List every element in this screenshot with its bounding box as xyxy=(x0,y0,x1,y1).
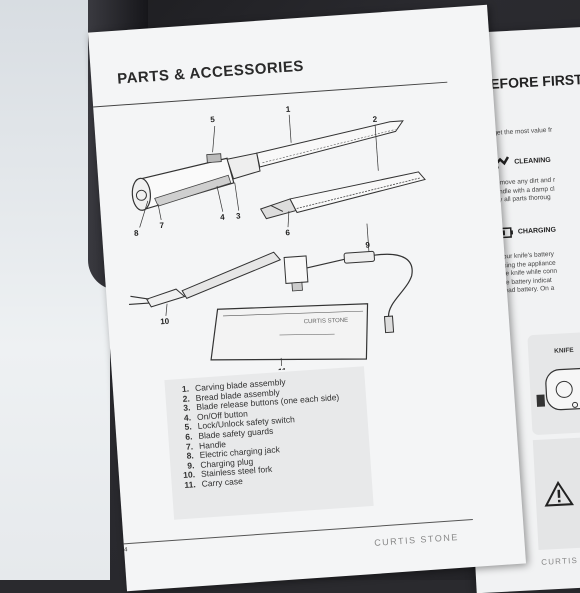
knife-label: KNIFE xyxy=(554,346,574,355)
knife-handle-illustration xyxy=(536,367,580,411)
charging-text: Your knife's battery using the appliance… xyxy=(499,247,580,296)
callout-5: 5 xyxy=(210,115,216,124)
callout-1: 1 xyxy=(285,105,291,114)
page-number: 4 xyxy=(123,547,128,554)
callout-4: 4 xyxy=(220,213,226,222)
leader-lines xyxy=(139,114,379,366)
cleaning-heading: CLEANING xyxy=(514,156,551,166)
right-page: BEFORE FIRST To get the most value fr CL… xyxy=(447,26,580,593)
fork-illustration xyxy=(128,251,282,308)
callout-2: 2 xyxy=(372,115,378,124)
right-page-intro: To get the most value fr xyxy=(484,126,553,138)
callout-7: 7 xyxy=(159,221,165,230)
parts-diagram: CURTIS STONE 5 1 2 3 4 8 7 6 9 10 11 xyxy=(128,105,426,376)
bread-blade-illustration xyxy=(259,171,426,220)
footer-brand: CURTIS STONE xyxy=(373,532,460,548)
right-page-footer-brand: CURTIS STONE xyxy=(540,554,580,567)
cleaning-text: Remove any dirt and r handle with a damp… xyxy=(491,174,580,206)
warning-box xyxy=(532,435,580,550)
callout-10: 10 xyxy=(160,317,170,327)
charger-illustration xyxy=(283,250,413,334)
right-page-title: BEFORE FIRST xyxy=(479,71,580,93)
warning-icon xyxy=(544,480,575,507)
callout-3: 3 xyxy=(236,211,242,220)
case-brand-text: CURTIS STONE xyxy=(304,318,349,326)
callout-8: 8 xyxy=(134,229,140,238)
charging-heading: CHARGING xyxy=(517,226,557,236)
parts-legend: 1.Carving blade assembly 2.Bread blade a… xyxy=(164,366,374,520)
page-title: PARTS & ACCESSORIES xyxy=(116,57,305,88)
knife-illustration-box: KNIFE xyxy=(527,331,580,436)
left-page: PARTS & ACCESSORIES xyxy=(87,4,527,592)
carry-case-illustration xyxy=(210,303,369,361)
carving-knife-illustration xyxy=(131,120,404,211)
callout-9: 9 xyxy=(365,240,371,249)
callout-6: 6 xyxy=(285,228,291,237)
